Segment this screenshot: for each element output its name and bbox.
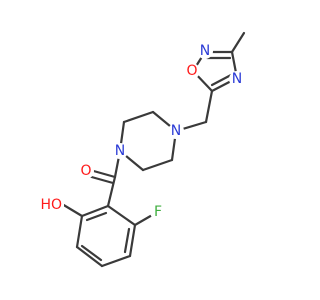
bond-c5-ch2	[204, 89, 214, 124]
piperazine-nitrogen-4: N	[168, 123, 184, 139]
bond-carbonyl-o-double	[86, 174, 115, 185]
bond-carbonyl-ring	[106, 175, 117, 208]
bond-b2-fluorine	[133, 212, 156, 227]
oxadiazole-oxygen-label: O	[186, 63, 197, 79]
bond-c3pip-c2pip	[122, 110, 155, 124]
bond-b4-b5	[75, 245, 104, 268]
molecule-structure: O N N O N N F HO	[40, 31, 246, 268]
hydroxyl-group-label: HO	[40, 197, 62, 213]
oxadiazole-oxygen: O	[184, 63, 200, 79]
bond-b2-b3-inner	[123, 227, 131, 254]
carbonyl-oxygen-label: O	[80, 163, 91, 179]
oxadiazole-nitrogen-4-label: N	[232, 71, 242, 87]
hydroxyl-group: HO	[40, 197, 64, 213]
bond-b4-b5-inner	[80, 244, 103, 262]
bond-b6-hydroxyl	[60, 202, 84, 218]
bond-c3-methyl	[230, 31, 246, 54]
bond-b5-b6	[75, 214, 84, 249]
atom-labels: O N N O N N F HO	[40, 43, 245, 220]
carbonyl-oxygen: O	[78, 163, 94, 179]
bonds	[60, 31, 246, 268]
piperazine-nitrogen-1: N	[112, 143, 128, 159]
fluorine-atom-label: F	[154, 204, 162, 220]
bond-b6-b1	[80, 204, 110, 218]
oxadiazole-nitrogen-4: N	[229, 71, 245, 87]
bond-b2-b3	[128, 223, 137, 258]
bond-n4-c5-double	[210, 73, 233, 87]
fluorine-atom: F	[150, 204, 166, 220]
bond-c6pip-c5pip	[141, 158, 174, 172]
piperazine-nitrogen-1-label: N	[115, 143, 125, 159]
oxadiazole-nitrogen-2: N	[197, 43, 213, 59]
piperazine-nitrogen-4-label: N	[171, 123, 181, 139]
bond-b1-b2	[106, 204, 137, 227]
oxadiazole-nitrogen-2-label: N	[200, 43, 210, 59]
bond-b6-b1-inner	[85, 211, 108, 222]
bond-b3-b4	[100, 254, 132, 268]
bond-carbonyl-o	[88, 168, 117, 179]
